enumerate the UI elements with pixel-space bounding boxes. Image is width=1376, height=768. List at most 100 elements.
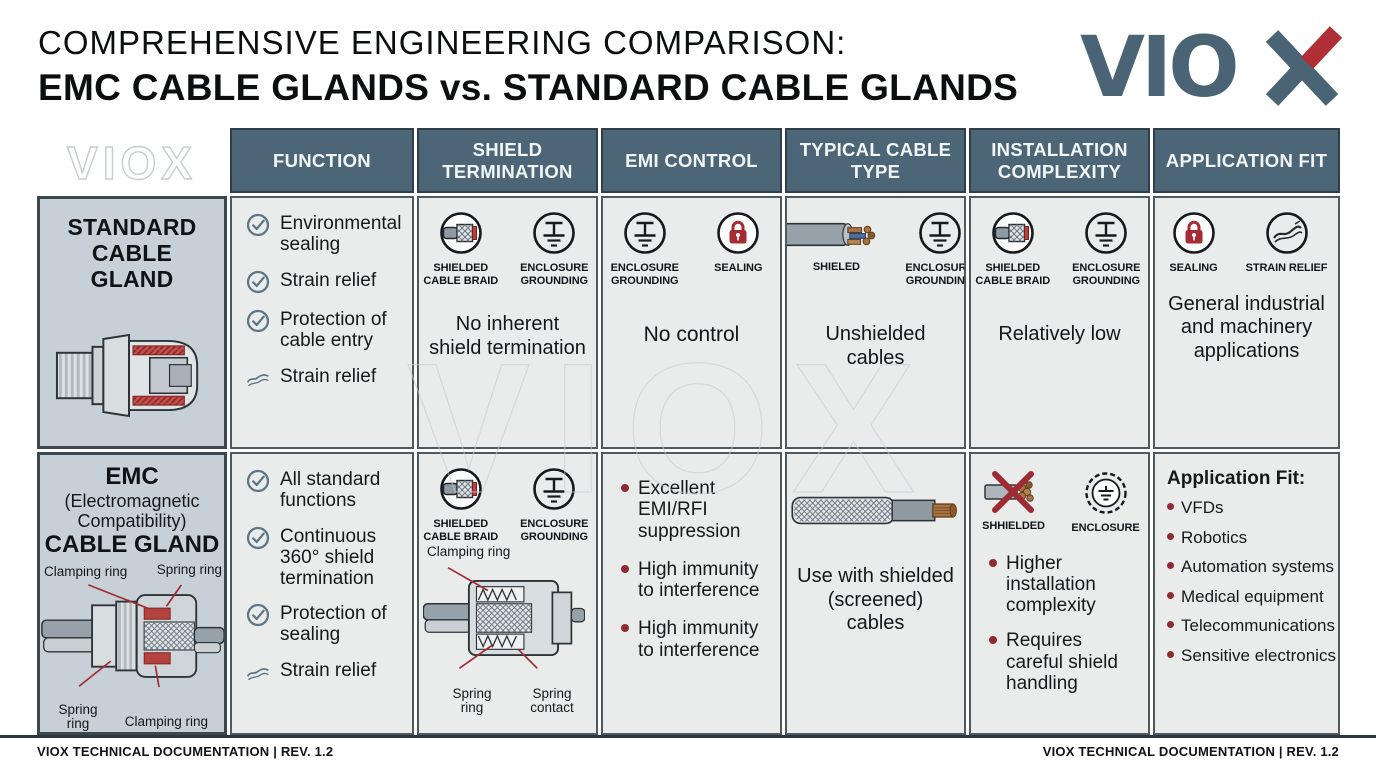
function-text: Continuous 360° shield termination bbox=[280, 525, 377, 589]
column-header-function: FUNCTION bbox=[230, 128, 414, 193]
standard-gland-illustration bbox=[55, 334, 199, 418]
shielded-cable-braid-icon bbox=[439, 212, 482, 254]
check-circle-icon bbox=[246, 604, 270, 627]
enclosure-grounding-icon bbox=[623, 212, 666, 254]
icon-label: ENCLOSURE GROUNDING bbox=[520, 262, 589, 287]
column-header-shield-termination: SHIELD TERMINATION bbox=[417, 128, 598, 193]
cell-note: Relatively low bbox=[998, 323, 1121, 346]
callout-clamping-ring: Clamping ring bbox=[44, 564, 128, 580]
icon-with-label: STRAIN RELIEF bbox=[1239, 210, 1335, 275]
callout-clamping-ring: Clamping ring bbox=[124, 714, 208, 730]
unshielded-cable-icon bbox=[787, 222, 876, 247]
emc-gland-illustration bbox=[41, 584, 224, 688]
icon-with-label: SEALING bbox=[1159, 210, 1229, 275]
shielded-cable-illustration bbox=[790, 496, 957, 525]
icon-label: SHIELED bbox=[812, 261, 860, 273]
cell-emc-shield-termination: SHIELDED CABLE BRAID ENCLOSURE GROUNDING… bbox=[417, 452, 598, 735]
row-label-emc: EMC (Electromagnetic Compatibility) CABL… bbox=[37, 452, 227, 735]
enclosure-icon bbox=[1084, 472, 1127, 514]
cell-emc-function: All standard functions Continuous 360° s… bbox=[230, 452, 414, 735]
installation-bullet: Higher installation complexity bbox=[989, 553, 1144, 617]
strain-squiggle-icon bbox=[246, 668, 269, 681]
function-text: Strain relief bbox=[280, 365, 377, 387]
icon-label: ENCLOSURE GROUNDING bbox=[610, 262, 679, 287]
function-item: All standard functions bbox=[245, 469, 406, 512]
icon-with-label: ENCLOSURE GROUNDING bbox=[1065, 210, 1149, 287]
check-circle-icon bbox=[246, 270, 270, 293]
cell-standard-cable-type: SHIELED ENCLOSURE GROUNDING Unshielded c… bbox=[785, 196, 966, 449]
enclosure-grounding-icon bbox=[1085, 212, 1128, 254]
icon-with-label: SHIELDED CABLE BRAID bbox=[971, 210, 1055, 287]
function-item: Strain relief bbox=[245, 365, 406, 391]
function-item: Strain relief bbox=[245, 269, 406, 295]
function-item: Continuous 360° shield termination bbox=[245, 525, 406, 590]
icon-label: ENCLOSURE GROUNDING bbox=[520, 518, 589, 543]
page-title: COMPREHENSIVE ENGINEERING COMPARISON: EM… bbox=[38, 24, 1018, 110]
shielded-cable-braid-icon bbox=[439, 468, 482, 510]
viox-logo: VIO bbox=[1080, 18, 1343, 116]
enclosure-grounding-icon bbox=[533, 468, 576, 510]
cell-standard-shield-termination: SHIELDED CABLE BRAID ENCLOSURE GROUNDING… bbox=[417, 196, 598, 449]
application-fit-heading: Application Fit: bbox=[1167, 468, 1306, 489]
check-circle-icon bbox=[246, 213, 270, 237]
sealing-lock-icon bbox=[1172, 212, 1215, 254]
cell-standard-installation: SHIELDED CABLE BRAID ENCLOSURE GROUNDING… bbox=[969, 196, 1150, 449]
icon-label: ENCLOSURE bbox=[1071, 522, 1140, 534]
cell-standard-application-fit: SEALING STRAIN RELIEF General industrial… bbox=[1153, 196, 1340, 449]
icon-label: SHHIELDED bbox=[982, 520, 1045, 532]
function-text: Environmental sealing bbox=[280, 213, 402, 255]
enclosure-grounding-icon bbox=[533, 212, 576, 254]
function-text: Protection of sealing bbox=[280, 603, 387, 646]
logo-x bbox=[1265, 26, 1343, 106]
column-header-installation: INSTALLATION COMPLEXITY bbox=[969, 128, 1150, 193]
callout-spring-ring: Spring ring bbox=[58, 701, 98, 732]
function-text: Protection of cable entry bbox=[280, 308, 387, 351]
cell-emc-emi-control: Excellent EMI/RFI suppression High immun… bbox=[601, 452, 782, 735]
icon-with-label: ENCLOSURE GROUNDING bbox=[513, 466, 597, 543]
title-line-2: EMC CABLE GLANDS vs. STANDARD CABLE GLAN… bbox=[38, 66, 1019, 108]
icon-label: ENCLOSURE GROUNDING bbox=[1072, 262, 1141, 287]
check-circle-icon bbox=[246, 469, 270, 493]
cell-emc-application-fit: Application Fit: VFDs Robotics Automatio… bbox=[1153, 452, 1340, 735]
cell-note: No inherent shield termination bbox=[429, 313, 586, 359]
callout-clamping-ring: Clamping ring bbox=[427, 544, 511, 560]
function-item: Environmental sealing bbox=[245, 213, 406, 256]
icon-with-label: SHIELED bbox=[787, 210, 895, 274]
callout-spring-ring: Spring ring bbox=[452, 685, 492, 716]
footer-right: VIOX TECHNICAL DOCUMENTATION | REV. 1.2 bbox=[1042, 744, 1339, 759]
check-circle-icon bbox=[246, 309, 270, 332]
callout-spring-contact: Spring contact bbox=[530, 685, 574, 716]
cell-emc-cable-type: Use with shielded (screened) cables bbox=[785, 452, 966, 735]
emc-label-subtitle: (Electromagnetic Compatibility) bbox=[64, 491, 200, 532]
application-bullet: Telecommunications bbox=[1167, 616, 1336, 635]
cell-note: Unshielded cables bbox=[825, 323, 926, 369]
strain-relief-icon bbox=[1265, 212, 1308, 254]
icon-with-label: ENCLOSURE GROUNDING bbox=[905, 210, 964, 287]
emi-bullet: High immunity to interference bbox=[621, 618, 776, 661]
emc-termination-illustration bbox=[423, 567, 585, 670]
cell-emc-installation: SHHIELDED ENCLOSURE Higher installation … bbox=[969, 452, 1150, 735]
check-circle-icon bbox=[246, 526, 270, 549]
table-corner-watermark: VIOX bbox=[37, 128, 227, 193]
logo-letters: VIO bbox=[1080, 24, 1236, 110]
shielded-cable-braid-icon bbox=[991, 212, 1034, 254]
icon-with-label: SEALING bbox=[697, 210, 781, 275]
emc-label-title: EMC bbox=[105, 463, 159, 490]
column-header-application-fit: APPLICATION FIT bbox=[1153, 128, 1340, 193]
cell-note: No control bbox=[643, 323, 740, 347]
cell-standard-emi-control: ENCLOSURE GROUNDING SEALING No control bbox=[601, 196, 782, 449]
function-text: Strain relief bbox=[280, 269, 377, 291]
cell-standard-function: Environmental sealing Strain relief Prot… bbox=[230, 196, 414, 449]
emc-gland-diagram: Clamping ring Spring ring Spring ring bbox=[40, 563, 224, 731]
icon-with-label: SHIELDED CABLE BRAID bbox=[419, 466, 503, 543]
column-header-emi-control: EMI CONTROL bbox=[601, 128, 782, 193]
footer-left: VIOX TECHNICAL DOCUMENTATION | REV. 1.2 bbox=[37, 744, 334, 759]
icon-with-label: ENCLOSURE GROUNDING bbox=[603, 210, 687, 287]
no-shield-cable-icon bbox=[983, 471, 1034, 513]
icon-with-label: SHHIELDED bbox=[976, 470, 1052, 533]
sealing-lock-icon bbox=[717, 212, 760, 254]
viox-logo-graphic: VIO bbox=[1080, 18, 1343, 116]
emi-bullet: Excellent EMI/RFI suppression bbox=[621, 478, 776, 542]
function-text: All standard functions bbox=[280, 469, 381, 511]
icon-with-label: ENCLOSURE bbox=[1068, 470, 1144, 535]
